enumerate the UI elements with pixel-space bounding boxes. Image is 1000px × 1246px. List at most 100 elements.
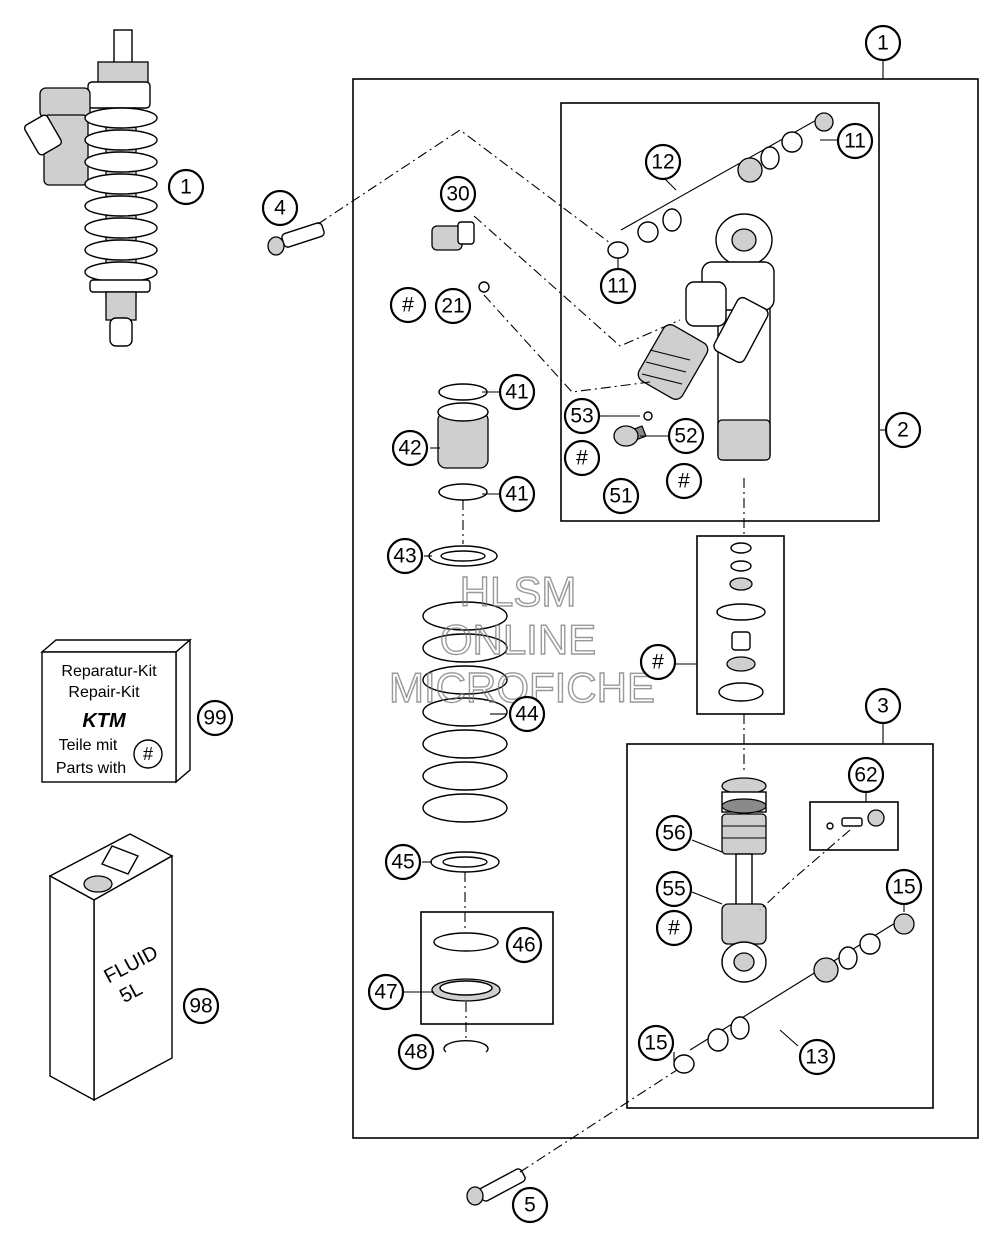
svg-text:45: 45 (391, 851, 414, 874)
svg-text:55: 55 (662, 878, 685, 901)
callout-41-top: 41 (498, 373, 536, 411)
callout-11-right: 11 (836, 122, 874, 160)
svg-text:#: # (576, 447, 588, 470)
callout-3: 3 (864, 687, 902, 725)
main-assembly-frame (352, 78, 979, 1139)
bolt-5-illustration (466, 1168, 526, 1206)
callout-hash-21: # (389, 286, 427, 324)
leader-lines (404, 139, 905, 1062)
small-parts-51-53 (613, 411, 653, 447)
callout-53: 53 (563, 397, 601, 435)
svg-text:44: 44 (515, 703, 539, 726)
repair-kit-line-2: Repair-Kit (68, 684, 140, 701)
repair-kit-line-3: Teile mit (59, 737, 118, 754)
svg-text:1: 1 (180, 176, 192, 199)
callout-43: 43 (386, 537, 424, 575)
svg-text:99: 99 (203, 707, 226, 730)
svg-text:30: 30 (446, 183, 469, 206)
callout-21: 21 (434, 287, 472, 325)
callout-41-bottom: 41 (498, 475, 536, 513)
watermark-line-2: ONLINE (440, 616, 596, 663)
svg-text:15: 15 (644, 1032, 667, 1055)
callout-13: 13 (798, 1038, 836, 1076)
svg-text:21: 21 (441, 295, 464, 318)
callout-45: 45 (384, 843, 422, 881)
complete-shock-illustration (24, 29, 158, 347)
svg-text:53: 53 (570, 405, 593, 428)
callout-62: 62 (847, 756, 885, 794)
adjuster-30-illustration (431, 221, 475, 251)
seal-kit-parts (716, 542, 766, 702)
svg-text:42: 42 (398, 437, 421, 460)
callout-11-left: 11 (599, 267, 637, 305)
svg-text:#: # (668, 917, 680, 940)
callout-12: 12 (644, 143, 682, 181)
callout-55: 55 (655, 870, 693, 908)
callout-1-left: 1 (167, 168, 205, 206)
repair-kit-line-1: Reparatur-Kit (61, 663, 157, 680)
bolt-4-illustration (267, 222, 325, 256)
callout-44: 44 (508, 695, 546, 733)
svg-text:51: 51 (609, 485, 632, 508)
callout-98: 98 (182, 987, 220, 1025)
svg-text:43: 43 (393, 545, 416, 568)
callout-99: 99 (196, 699, 234, 737)
svg-text:2: 2 (897, 419, 909, 442)
piston-rod-illustration (721, 777, 767, 983)
adjuster-62-parts (826, 809, 885, 830)
callout-15-right: 15 (885, 868, 923, 906)
callout-46: 46 (505, 926, 543, 964)
shock-housing-illustration (637, 213, 775, 461)
callout-15-left: 15 (637, 1024, 675, 1062)
callout-hash-55: # (655, 909, 693, 947)
adjuster-frame (809, 801, 899, 851)
callout-47: 47 (367, 973, 405, 1011)
piston-rod-subassembly-frame (626, 743, 934, 1109)
bushing-set-13 (673, 913, 915, 1074)
svg-text:12: 12 (651, 151, 674, 174)
watermark-line-1: HLSM (460, 568, 577, 615)
bushing-set-frame (420, 911, 554, 1025)
svg-text:62: 62 (854, 764, 877, 787)
svg-text:41: 41 (505, 381, 528, 404)
spring-collar-parts (428, 383, 498, 567)
repair-kit-box: Reparatur-Kit Repair-Kit KTM Teile mit P… (40, 638, 192, 784)
spring-seat-parts (430, 851, 501, 1053)
fluid-can: FLUID 5L (48, 833, 174, 1102)
callout-2: 2 (884, 411, 922, 449)
callout-1-top: 1 (864, 24, 902, 62)
svg-text:15: 15 (892, 876, 915, 899)
repair-kit-line-4: Parts with (56, 760, 126, 777)
spring-44-illustration (422, 601, 508, 823)
svg-text:13: 13 (805, 1046, 828, 1069)
svg-text:47: 47 (374, 981, 397, 1004)
callout-hash-seal-kit: # (639, 643, 677, 681)
svg-text:46: 46 (512, 934, 535, 957)
callout-56: 56 (655, 814, 693, 852)
callout-hash-housing-left: # (563, 439, 601, 477)
svg-text:4: 4 (274, 197, 286, 220)
svg-text:11: 11 (607, 275, 629, 298)
ktm-logo: KTM (82, 710, 127, 732)
callout-42: 42 (391, 429, 429, 467)
callout-5: 5 (511, 1186, 549, 1224)
svg-text:11: 11 (844, 130, 866, 153)
svg-text:1: 1 (877, 32, 889, 55)
svg-text:#: # (678, 470, 690, 493)
callout-4: 4 (261, 189, 299, 227)
callout-51: 51 (602, 477, 640, 515)
callout-hash-housing-right: # (665, 462, 703, 500)
callout-30: 30 (439, 175, 477, 213)
seal-kit-frame (696, 535, 785, 715)
svg-text:#: # (652, 651, 664, 674)
svg-text:5: 5 (524, 1194, 536, 1217)
housing-subassembly-frame (560, 102, 880, 522)
svg-text:41: 41 (505, 483, 528, 506)
svg-text:48: 48 (404, 1041, 427, 1064)
svg-text:56: 56 (662, 822, 685, 845)
callout-48: 48 (397, 1033, 435, 1071)
seal-washer-set-12 (607, 112, 834, 259)
svg-text:98: 98 (189, 995, 212, 1018)
callout-52: 52 (667, 417, 705, 455)
